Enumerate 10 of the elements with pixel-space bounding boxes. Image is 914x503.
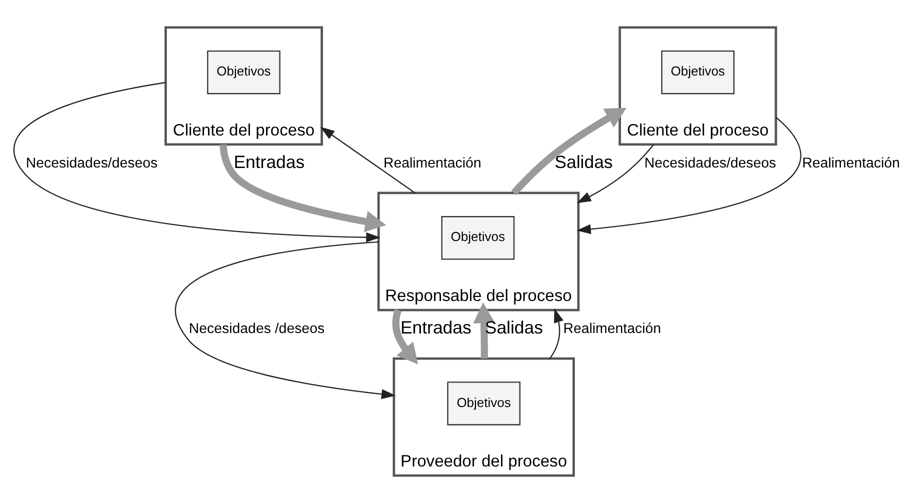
edge-label: Necesidades/deseos <box>644 156 776 172</box>
edge-label: Realimentación <box>802 156 900 172</box>
edge-label: Entradas <box>400 318 471 338</box>
edge-label: Realimentación <box>382 156 481 172</box>
edge-label: Salidas <box>554 152 612 172</box>
edge-label: Necesidades /deseos <box>188 321 324 338</box>
edge-label: Realimentación <box>562 321 661 338</box>
edge-label: Salidas <box>484 318 543 338</box>
edge-label: Necesidades/deseos <box>25 156 158 172</box>
edge-label: Entradas <box>233 152 304 172</box>
